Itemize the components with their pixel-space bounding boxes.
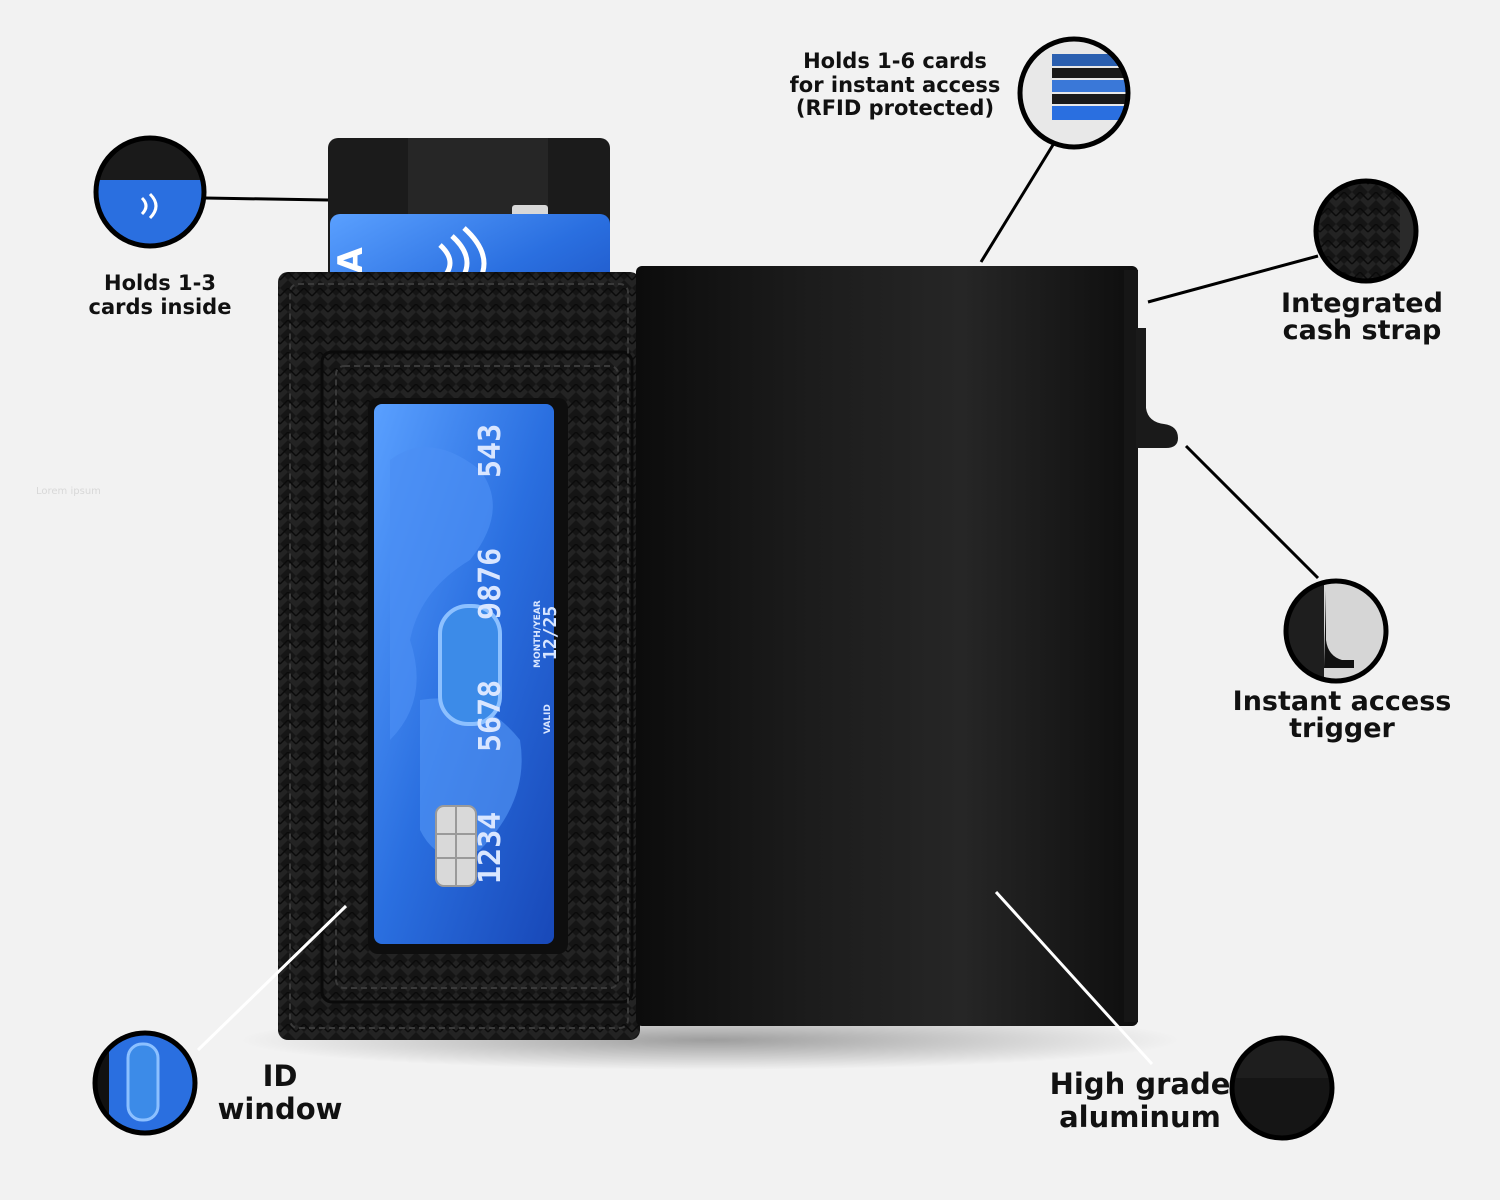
callout-six-cards-line3: (RFID protected) <box>795 96 995 121</box>
callout-cash-strap: Integrated cash strap <box>1262 290 1462 344</box>
callout-cash-strap-line1: Integrated <box>1281 288 1443 319</box>
zoom-circle-id-window <box>92 1030 198 1136</box>
callout-cards-inside: Holds 1-3 cards inside <box>60 271 260 319</box>
card-expiry: 12/25 <box>540 606 561 660</box>
aluminum-case <box>636 266 1178 1026</box>
callout-six-cards-line1: Holds 1-6 cards <box>803 49 987 73</box>
callout-aluminum-line2: aluminum <box>1059 1100 1221 1135</box>
callout-id-window: ID window <box>195 1059 365 1127</box>
card-number-group-4: 543 <box>473 424 508 478</box>
callout-id-window-line2: window <box>217 1092 343 1127</box>
card-number-group-3: 9876 <box>473 548 508 620</box>
callout-id-window-line1: ID <box>262 1059 298 1093</box>
callout-cards-inside-line2: cards inside <box>88 294 232 319</box>
callout-cash-strap-line2: cash strap <box>1282 315 1442 346</box>
zoom-circle-cash-strap <box>1313 178 1419 284</box>
zoom-circle-cards-inside <box>93 135 207 249</box>
callout-lines <box>196 139 1320 1066</box>
callout-trigger-line2: trigger <box>1289 713 1395 744</box>
callout-trigger: Instant access trigger <box>1222 688 1462 742</box>
card-number-group-1: 1234 <box>473 812 508 884</box>
trigger-button <box>1136 328 1178 448</box>
id-window: 1234 5678 9876 543 MONTH/YEAR 12/25 VALI… <box>368 398 568 954</box>
callout-trigger-line1: Instant access <box>1232 686 1452 717</box>
card-valid-label: VALID <box>543 704 553 734</box>
card-expiry-label: MONTH/YEAR <box>533 600 543 668</box>
zoom-circle-trigger <box>1283 578 1389 684</box>
callout-aluminum-line1: High grade <box>1049 1067 1231 1101</box>
watermark-text: Lorem ipsum <box>36 486 101 497</box>
zoom-circle-six-cards <box>1017 36 1131 150</box>
callout-six-cards: Holds 1-6 cards for instant access (RFID… <box>770 49 1020 121</box>
callout-cards-inside-line1: Holds 1-3 <box>104 271 216 295</box>
zoom-circle-aluminum <box>1229 1035 1335 1141</box>
callout-aluminum: High grade aluminum <box>1040 1067 1240 1135</box>
callout-six-cards-line2: for instant access <box>789 72 1001 97</box>
card-number-group-2: 5678 <box>473 680 508 752</box>
